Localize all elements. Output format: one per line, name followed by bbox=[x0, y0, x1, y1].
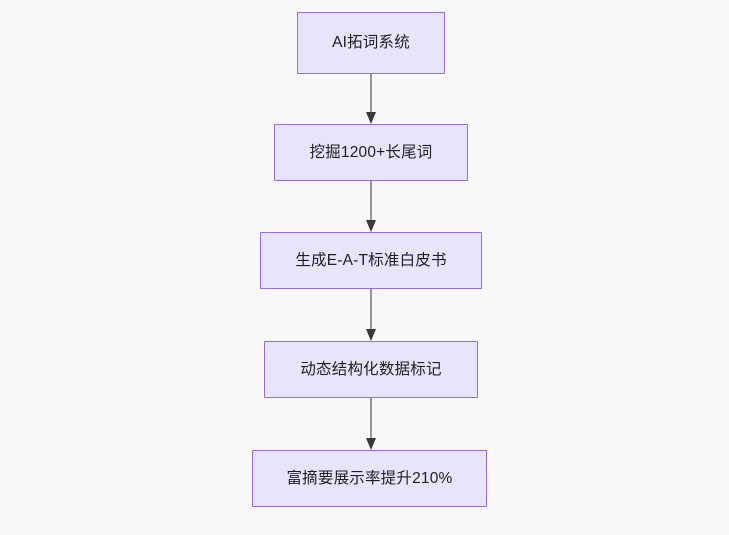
flowchart-node-label: 生成E-A-T标准白皮书 bbox=[295, 251, 447, 269]
edge-n1-n2 bbox=[366, 74, 376, 124]
flowchart-node-mine-longtail-keywords[interactable]: 挖掘1200+长尾词 bbox=[274, 124, 468, 181]
edge-n4-n5 bbox=[366, 398, 376, 450]
flowchart-node-dynamic-structured-data-markup[interactable]: 动态结构化数据标记 bbox=[264, 341, 478, 398]
flowchart-node-label: 挖掘1200+长尾词 bbox=[309, 143, 433, 161]
arrowhead-n4-n5 bbox=[366, 438, 376, 450]
flowchart-node-rich-snippet-impression-lift[interactable]: 富摘要展示率提升210% bbox=[252, 450, 487, 507]
flowchart-node-label: 动态结构化数据标记 bbox=[300, 360, 442, 378]
arrowhead-n2-n3 bbox=[366, 220, 376, 232]
flowchart-node-label: AI拓词系统 bbox=[332, 34, 410, 52]
arrowhead-n1-n2 bbox=[366, 112, 376, 124]
edge-n2-n3 bbox=[366, 181, 376, 232]
edge-n3-n4 bbox=[366, 289, 376, 341]
flowchart-node-ai-keyword-system[interactable]: AI拓词系统 bbox=[297, 12, 445, 74]
arrowhead-n3-n4 bbox=[366, 329, 376, 341]
flowchart-node-generate-eat-whitepaper[interactable]: 生成E-A-T标准白皮书 bbox=[260, 232, 482, 289]
flowchart-node-label: 富摘要展示率提升210% bbox=[286, 469, 453, 487]
